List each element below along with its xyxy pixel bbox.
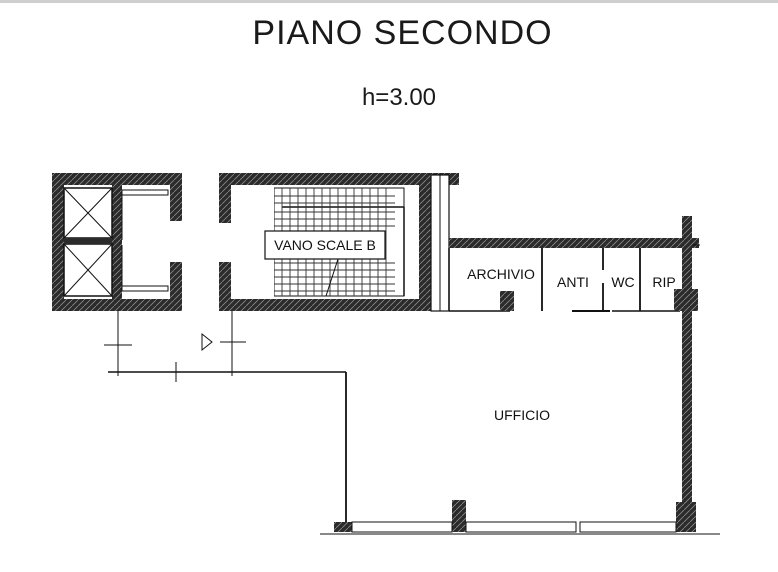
floor-title: PIANO SECONDO <box>252 14 553 52</box>
service-wall-top <box>449 238 699 248</box>
stair-label-box <box>264 230 386 260</box>
stair-wall-bottom <box>219 299 431 311</box>
rip-label: RIP <box>652 274 675 290</box>
stair-wall-right <box>419 173 431 311</box>
archive-pillar <box>500 291 514 311</box>
anti-label: ANTI <box>557 274 589 290</box>
elevator-divider <box>64 238 112 244</box>
elevator-door-upper <box>121 189 169 196</box>
stair-wall-top <box>219 173 459 185</box>
elevator-wall-bottom <box>52 299 182 311</box>
south-windows <box>351 521 677 533</box>
elevator-wall-top <box>52 173 182 185</box>
service-rooms: ARCHIVIO ANTI WC RIP <box>448 238 699 312</box>
ceiling-height-label: h=3.00 <box>361 84 437 111</box>
east-wall <box>674 216 700 532</box>
east-pillar-top <box>674 289 698 311</box>
wc-label: WC <box>611 274 634 290</box>
dimension-marks <box>104 311 246 382</box>
stair-wall-left-lower <box>219 262 231 311</box>
south-pillar-left <box>334 522 352 532</box>
stair-wall-left-upper <box>219 173 231 223</box>
elevator-block <box>52 173 182 311</box>
elevator-shaft-upper-x2 <box>63 187 113 239</box>
elevator-wall-left <box>52 173 64 311</box>
south-pillar-mid <box>452 500 466 532</box>
elevator-door-lower <box>121 285 169 292</box>
top-border <box>0 0 778 3</box>
stairwell: VANO SCALE B <box>219 173 459 312</box>
elevator-wall-right-lower <box>170 262 182 311</box>
archive-label: ARCHIVIO <box>467 266 535 282</box>
elevator-wall-right-upper <box>170 173 182 221</box>
elevator-shaft-lower-x2 <box>63 243 113 297</box>
elevator-wall-mid <box>112 185 122 299</box>
east-pillar-bottom <box>676 502 696 532</box>
office-label: UFFICIO <box>494 407 550 423</box>
stair-label: VANO SCALE B <box>274 237 376 253</box>
stair-direction-arrow <box>325 258 339 297</box>
office-room: UFFICIO <box>108 371 720 535</box>
